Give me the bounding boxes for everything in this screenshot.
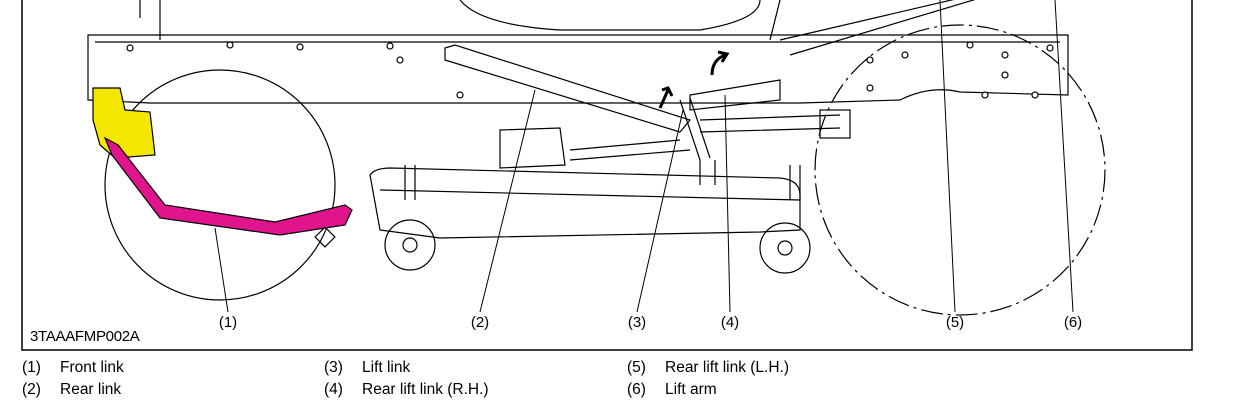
rear-lift-link [689, 79, 781, 111]
figure-frame [21, 0, 1193, 351]
lift-arm [779, 0, 976, 56]
legend-label: Rear lift link (R.H.) [362, 381, 489, 398]
chassis-frame [87, 34, 1069, 104]
leader-lines [214, 0, 1074, 313]
body-outline [139, 0, 781, 41]
legend-label: Lift arm [665, 381, 717, 398]
front-bracket [92, 87, 156, 159]
callout-5: (5) [945, 314, 965, 331]
legend-number: (1) [22, 359, 41, 376]
callout-1: (1) [218, 314, 238, 331]
gauge-wheel-rear [759, 222, 811, 274]
callout-6: (6) [1063, 314, 1083, 331]
legend-label: Rear link [60, 381, 122, 398]
mower-linkage-diagram [21, 0, 1193, 351]
rear-link [444, 44, 692, 133]
gauge-wheel-front [384, 219, 436, 271]
lift-direction-arrow [658, 86, 674, 109]
front-link [103, 136, 353, 236]
legend-label: Rear lift link (L.H.) [665, 359, 790, 376]
callout-4: (4) [720, 314, 740, 331]
lift-link [679, 97, 711, 161]
lift-direction-arrow [710, 50, 730, 76]
callout-3: (3) [627, 314, 647, 331]
callout-2: (2) [470, 314, 490, 331]
pivot [314, 226, 336, 248]
rear-wheel [814, 24, 1106, 316]
front-wheel [104, 69, 336, 301]
legend-number: (5) [627, 359, 646, 376]
legend-number: (2) [22, 381, 41, 398]
legend-number: (3) [324, 359, 343, 376]
legend-label: Front link [60, 359, 124, 376]
legend-number: (4) [324, 381, 343, 398]
mower-deck [369, 109, 851, 239]
figure-code: 3TAAAFMP002A [30, 328, 140, 345]
legend-label: Lift link [362, 359, 411, 376]
legend-number: (6) [627, 381, 646, 398]
